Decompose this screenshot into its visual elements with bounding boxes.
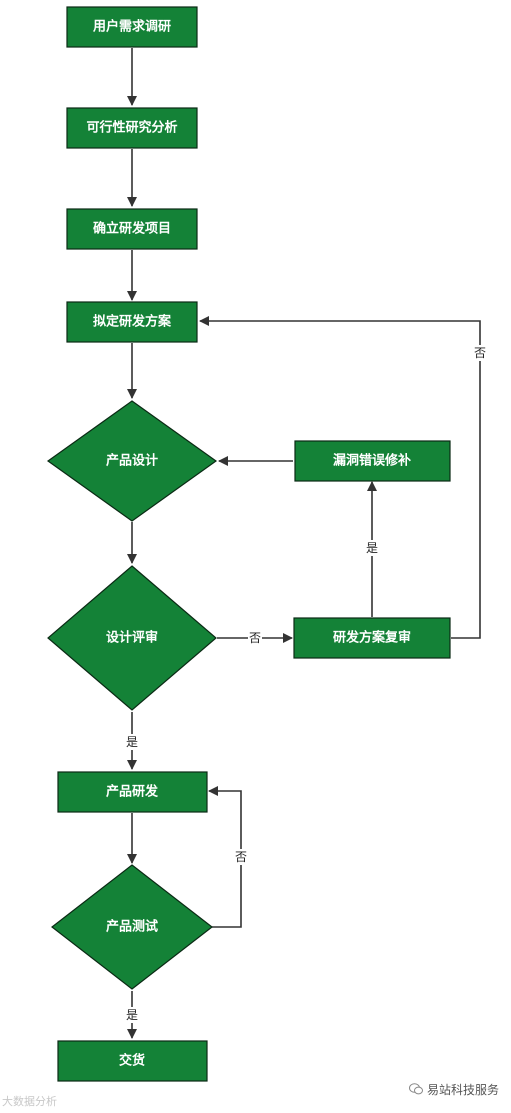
node-establish-project: 确立研发项目: [66, 208, 198, 250]
node-plan-review: 研发方案复审: [293, 617, 451, 659]
node-draft-plan: 拟定研发方案: [66, 301, 198, 343]
node-product-test: 产品测试: [51, 864, 213, 990]
edges: [127, 48, 481, 1039]
edge-label-design-review-yes: 是: [126, 735, 138, 749]
edge-label-plan-review-no: 否: [474, 346, 486, 360]
wechat-icon: [408, 1083, 423, 1095]
edge-label-test-no: 否: [235, 850, 247, 864]
node-label: 研发方案复审: [333, 630, 411, 646]
node-label: 可行性研究分析: [86, 120, 177, 136]
node-user-research: 用户需求调研: [66, 6, 198, 48]
nodes: 用户需求调研 可行性研究分析 确立研发项目 拟定研发方案 产品设计 漏洞错误修补…: [46, 6, 451, 1082]
watermark-right-text: 易站科技服务: [426, 1083, 499, 1097]
node-design-review: 设计评审: [47, 565, 217, 711]
node-label: 交货: [119, 1053, 145, 1069]
edge-label-test-yes: 是: [126, 1008, 138, 1022]
node-label: 产品研发: [106, 784, 159, 800]
edge-label-plan-review-yes: 是: [366, 541, 378, 555]
edge-label-design-review-no: 否: [249, 631, 261, 645]
node-bug-fix: 漏洞错误修补: [294, 440, 451, 482]
edge-plan-review-to-plan: [199, 316, 481, 639]
node-label: 用户需求调研: [92, 19, 171, 35]
node-label: 设计评审: [106, 630, 158, 646]
node-product-design: 产品设计: [46, 400, 218, 522]
node-label: 产品设计: [106, 453, 158, 469]
node-label: 产品测试: [106, 919, 158, 935]
node-label: 漏洞错误修补: [333, 453, 411, 469]
node-feasibility: 可行性研究分析: [66, 107, 198, 149]
watermark-left: 大数据分析: [2, 1095, 57, 1108]
node-label: 确立研发项目: [93, 221, 171, 237]
node-product-development: 产品研发: [57, 771, 208, 813]
node-label: 拟定研发方案: [93, 314, 172, 330]
node-delivery: 交货: [57, 1040, 208, 1082]
edge-labels: 否 是 否 是 否 是: [125, 345, 487, 1023]
watermark-right: 易站科技服务: [408, 1081, 499, 1098]
